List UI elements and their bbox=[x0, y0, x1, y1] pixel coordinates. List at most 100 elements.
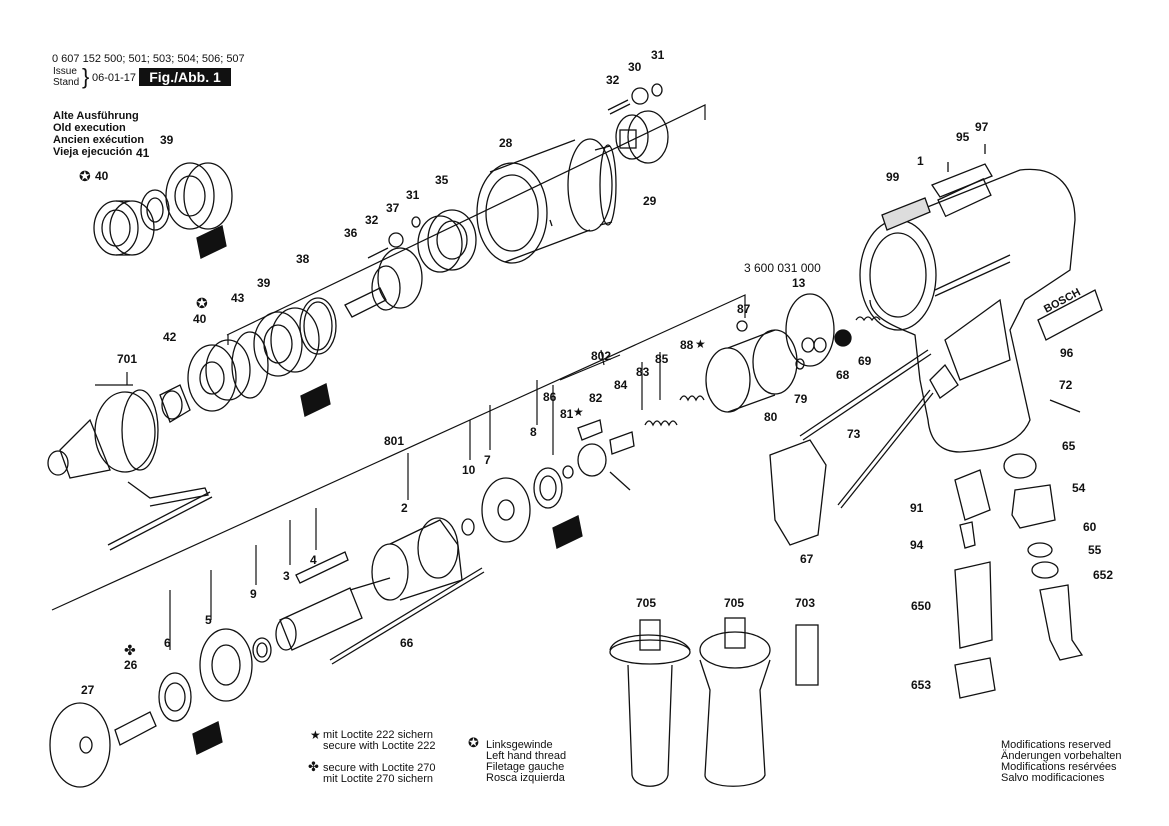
part-label: 9 bbox=[250, 587, 257, 601]
washer-10 bbox=[461, 518, 475, 536]
part-label: 84 bbox=[614, 378, 628, 392]
part-label: 94 bbox=[910, 538, 924, 552]
valve-parts-81-86 bbox=[562, 419, 635, 491]
name-plate-95 bbox=[931, 144, 993, 198]
part-label: 10 bbox=[462, 463, 476, 477]
old-execution-parts bbox=[93, 162, 233, 256]
circlip-43 bbox=[231, 331, 269, 399]
part-label: 83 bbox=[636, 365, 650, 379]
part-label: 67 bbox=[800, 552, 814, 566]
part-label: 27 bbox=[81, 683, 95, 697]
part-label: 55 bbox=[1088, 543, 1102, 557]
label-99 bbox=[881, 197, 931, 231]
pinion-26 bbox=[114, 711, 157, 746]
small-parts-30-31-32 bbox=[607, 83, 663, 115]
part-label: 96 bbox=[1060, 346, 1074, 360]
cylinder-2 bbox=[371, 517, 463, 601]
pin-66 bbox=[329, 567, 485, 665]
part-label: 97 bbox=[975, 120, 989, 134]
part-label: 2 bbox=[401, 501, 408, 515]
part-label: 6 bbox=[164, 636, 171, 650]
star-icon: ★ bbox=[573, 405, 584, 419]
end-plate-7 bbox=[481, 477, 531, 543]
part-label: 32 bbox=[365, 213, 379, 227]
part-label: 3 bbox=[283, 569, 290, 583]
part-label: 41 bbox=[136, 146, 150, 160]
part-label: 80 bbox=[764, 410, 778, 424]
part-label: 38 bbox=[296, 252, 310, 266]
part-label: 653 bbox=[911, 678, 932, 692]
end-plate-29 bbox=[615, 110, 669, 164]
valve-sleeve-80 bbox=[705, 320, 798, 413]
left-thread-icon: ✪ bbox=[79, 168, 91, 184]
handle-705-b bbox=[699, 617, 771, 787]
part-label: 81 bbox=[560, 407, 574, 421]
part-label: 65 bbox=[1062, 439, 1076, 453]
part-label: 42 bbox=[163, 330, 177, 344]
bearing-6 bbox=[158, 672, 192, 722]
nipple-703 bbox=[795, 624, 819, 686]
part-label: 13 bbox=[792, 276, 806, 290]
end-plate-5 bbox=[199, 628, 253, 702]
part-label: 35 bbox=[435, 173, 449, 187]
part-label: 66 bbox=[400, 636, 414, 650]
part-label: 7 bbox=[484, 453, 491, 467]
part-label: 40 bbox=[95, 169, 109, 183]
part-label: 79 bbox=[794, 392, 808, 406]
left-thread-icon: ✪ bbox=[468, 735, 479, 750]
part-label: 802 bbox=[591, 349, 612, 363]
nut-40 bbox=[187, 339, 251, 412]
part-label: 60 bbox=[1083, 520, 1097, 534]
part-label: 85 bbox=[655, 352, 669, 366]
part-label: 43 bbox=[231, 291, 245, 305]
handle-705-a bbox=[609, 619, 691, 787]
part-label: 31 bbox=[406, 188, 420, 202]
adapter-42 bbox=[159, 384, 191, 423]
part-label: 703 bbox=[795, 596, 816, 610]
part-label: 4 bbox=[310, 553, 317, 567]
part-label: 801 bbox=[384, 434, 405, 448]
part-label: 29 bbox=[643, 194, 657, 208]
date-text: 06-01-17 bbox=[92, 72, 137, 84]
rotor-3 bbox=[275, 577, 391, 651]
trigger-67 bbox=[769, 439, 827, 546]
part-label: 86 bbox=[543, 390, 557, 404]
part-label: 54 bbox=[1072, 481, 1086, 495]
springs-83-85 bbox=[644, 395, 705, 427]
muffler-disk-13 bbox=[785, 293, 835, 370]
spindle-36 bbox=[344, 216, 423, 318]
part-label: 87 bbox=[737, 302, 751, 316]
part-label: 99 bbox=[886, 170, 900, 184]
part-label: 652 bbox=[1093, 568, 1114, 582]
part-label: 8 bbox=[530, 425, 537, 439]
issue-label: Issue bbox=[53, 66, 77, 77]
part-label: 1 bbox=[917, 154, 924, 168]
part-label: 30 bbox=[628, 60, 642, 74]
ball-68-spring-69 bbox=[834, 316, 881, 347]
part-label: 31 bbox=[651, 48, 665, 62]
part-label: 39 bbox=[257, 276, 271, 290]
part-label: 82 bbox=[589, 391, 603, 405]
wrench-tool-icon bbox=[192, 225, 583, 755]
drill-chuck-701 bbox=[47, 389, 213, 551]
washer-9 bbox=[252, 637, 272, 663]
cross-flower-icon: ✤ bbox=[124, 642, 136, 658]
part-label: 26 bbox=[124, 658, 138, 672]
pins-72-73 bbox=[799, 349, 1081, 509]
cross-flower-icon: ✤ bbox=[308, 759, 319, 774]
bearing-35 bbox=[417, 209, 477, 273]
part-label: 36 bbox=[344, 226, 358, 240]
star-icon: ★ bbox=[695, 337, 706, 351]
part-label: 88 bbox=[680, 338, 694, 352]
brace-glyph: } bbox=[82, 64, 90, 89]
cylinder-sleeve-28 bbox=[476, 138, 617, 264]
disk-27 bbox=[49, 702, 111, 788]
part-label: 40 bbox=[193, 312, 207, 326]
inlet-parts bbox=[954, 453, 1084, 699]
model-numbers: 0 607 152 500; 501; 503; 504; 506; 507 bbox=[52, 53, 245, 65]
star-icon: ★ bbox=[310, 728, 321, 742]
part-label: 72 bbox=[1059, 378, 1073, 392]
part-label: 5 bbox=[205, 613, 212, 627]
